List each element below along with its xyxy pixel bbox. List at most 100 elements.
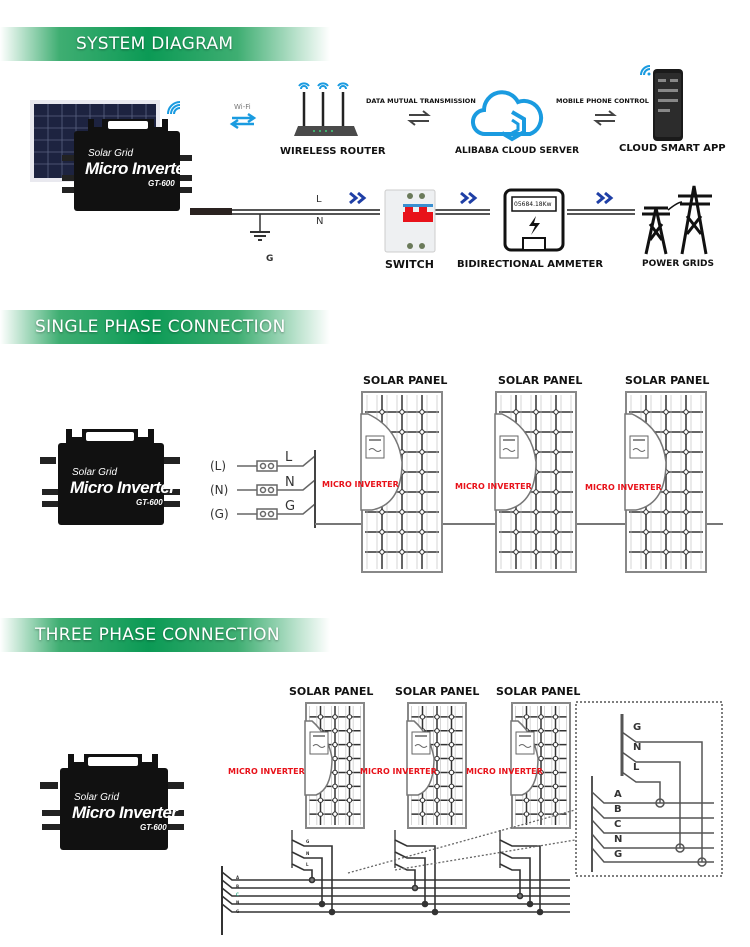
inset-top-label: N <box>633 742 642 753</box>
panel-node <box>683 469 689 475</box>
inset-top-label: G <box>633 722 642 733</box>
panel-node <box>552 797 559 803</box>
panel-node <box>448 769 455 776</box>
junction-node <box>516 892 524 900</box>
panel-node <box>538 769 544 776</box>
panel-node <box>513 529 519 535</box>
solar-panel-title: SOLAR PANEL <box>496 685 581 698</box>
data-transmission-label: DATA MUTUAL TRANSMISSION <box>366 97 476 105</box>
micro-inverter-image: Solar Grid Micro Inverter GT-600 <box>58 115 196 215</box>
panel-node <box>553 489 559 495</box>
solar-panel-title: SOLAR PANEL <box>363 374 448 387</box>
bus-line <box>221 871 570 881</box>
terminal-G-label: (G) <box>210 507 229 521</box>
wire-L-label: L <box>285 450 293 465</box>
wireless-router-icon <box>294 82 358 136</box>
micro-inverter-box <box>411 731 431 755</box>
meter-reading: 05684.18Kw <box>514 201 552 208</box>
panel-node <box>419 449 425 455</box>
panel-node <box>553 529 559 535</box>
panel-node <box>399 509 405 515</box>
panel-node <box>683 429 689 435</box>
micro-inverter-box <box>499 435 519 459</box>
ac-wave-icon <box>502 448 516 452</box>
panel-node <box>643 509 649 515</box>
panel-node <box>346 811 353 817</box>
inverter-model-text: GT-600 <box>140 823 167 832</box>
bus-line <box>221 895 570 905</box>
panel-node <box>346 797 353 803</box>
panel-node <box>663 489 669 495</box>
panel-node <box>683 549 689 555</box>
panel-node <box>419 714 426 720</box>
terminal-L-label: (L) <box>210 459 227 473</box>
panel-node <box>552 741 559 748</box>
section-banner-three-phase: THREE PHASE CONNECTION <box>0 618 330 652</box>
panel-node <box>419 429 425 435</box>
panel-node <box>434 741 440 748</box>
smart-app-label: CLOUD SMART APP <box>619 143 726 154</box>
flow-arrow-icon <box>460 191 478 205</box>
panel-node <box>317 797 324 803</box>
line-N-label: N <box>316 216 324 227</box>
panel-node <box>533 549 539 555</box>
inverter-brand-text: Solar Grid <box>74 792 120 803</box>
panel-node <box>317 714 324 720</box>
micro-inverter-box <box>365 435 385 459</box>
panel-node <box>683 509 689 515</box>
micro-inverter-label: MICRO INVERTER <box>360 767 437 776</box>
inverter-brand-text: Solar Grid <box>88 148 134 159</box>
panel-node <box>538 811 544 817</box>
flow-arrow-icon <box>349 191 367 205</box>
wifi-signal-icon <box>167 101 181 115</box>
panel-node <box>663 549 669 555</box>
panel-node <box>523 714 530 720</box>
inverter-body <box>40 429 180 525</box>
bus-label: C <box>236 892 239 897</box>
panel-terminal-label: L <box>306 862 309 867</box>
ac-wave-icon <box>632 448 646 452</box>
junction-node <box>526 900 534 908</box>
panel-node <box>346 741 353 748</box>
power-tower-icon <box>642 185 712 255</box>
micro-inverter-box <box>309 731 329 755</box>
solar-panel-title: SOLAR PANEL <box>289 685 374 698</box>
inverter-body <box>62 119 192 211</box>
ac-wave-icon <box>312 744 326 748</box>
inset-bus-label: B <box>614 804 622 815</box>
bus-line <box>221 887 570 897</box>
flow-arrow-icon <box>596 191 614 205</box>
panel-node <box>399 529 405 535</box>
smartphone-app-icon <box>640 65 683 141</box>
panel-node <box>448 741 455 748</box>
panel-node <box>533 529 539 535</box>
solar-panel-graphic <box>494 391 577 573</box>
micro-inverter-label: MICRO INVERTER <box>228 767 305 776</box>
inverter-product-text: Micro Inverter <box>70 478 176 497</box>
neutral-wire <box>291 851 323 904</box>
panel-node <box>643 409 649 415</box>
phone-control-label: MOBILE PHONE CONTROL <box>556 97 649 105</box>
micro-inverter-label: MICRO INVERTER <box>466 767 543 776</box>
junction-node <box>431 908 439 916</box>
switch-label: SWITCH <box>385 258 434 271</box>
panel-node <box>419 549 425 555</box>
inset-top-label: L <box>633 762 640 773</box>
inset-bus-label: A <box>614 789 622 800</box>
panel-node <box>553 409 559 415</box>
panel-node <box>683 489 689 495</box>
panel-node <box>434 783 440 790</box>
section-title: SYSTEM DIAGRAM <box>76 34 234 54</box>
panel-node <box>523 797 530 803</box>
panel-node <box>513 549 519 555</box>
section-title: THREE PHASE CONNECTION <box>35 625 280 645</box>
panel-node <box>683 409 689 415</box>
junction-node <box>536 908 544 916</box>
panel-node <box>379 549 385 555</box>
panel-node <box>523 811 530 817</box>
solar-panel-graphic <box>360 391 443 573</box>
live-wire <box>499 863 521 896</box>
bus-label: B <box>236 884 240 889</box>
panel-node <box>434 714 440 720</box>
panel-node <box>399 549 405 555</box>
